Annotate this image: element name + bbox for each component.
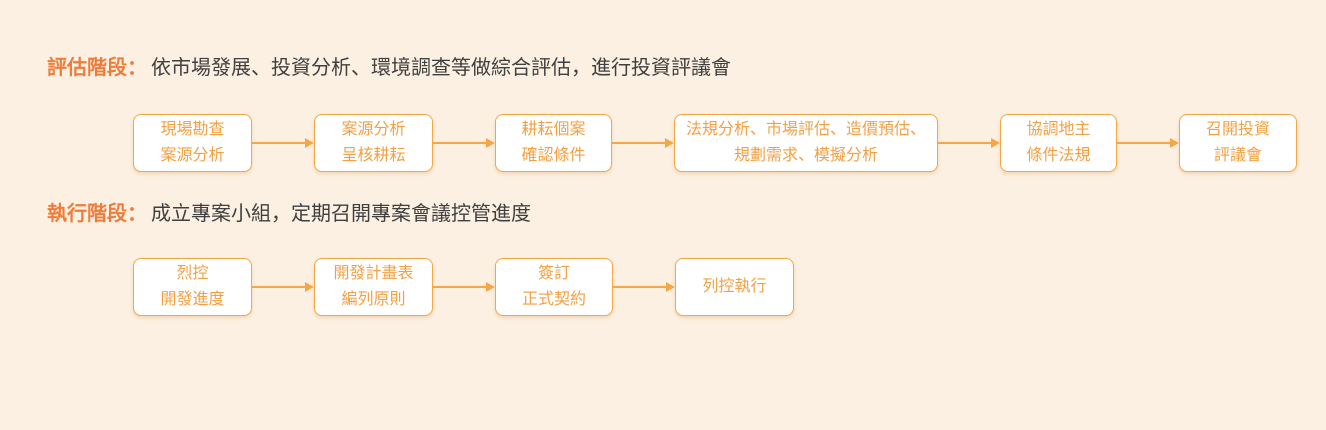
- flow-step-label: 案源分析: [341, 121, 406, 138]
- flow-arrow-right: [433, 258, 495, 316]
- arrow-line: [1117, 142, 1170, 144]
- flow-step-label: 案源分析: [160, 147, 225, 164]
- phase-description: 依市場發展、投資分析、環境調查等做綜合評估，進行投資評議會: [151, 57, 731, 79]
- phase-title: 評估階段：: [47, 57, 147, 79]
- phase-description: 成立專案小組，定期召開專案會議控管進度: [151, 203, 531, 225]
- flow-step: 協調地主條件法規: [1000, 114, 1117, 172]
- arrow-line: [252, 286, 305, 288]
- phase-heading-execution: 執行階段：成立專案小組，定期召開專案會議控管進度: [47, 202, 531, 226]
- flow-step-label: 列控執行: [702, 278, 767, 295]
- flow-step-label: 確認條件: [521, 147, 586, 164]
- flow-step: 列控執行: [675, 258, 794, 316]
- flow-step: 簽訂正式契約: [495, 258, 613, 316]
- arrow-line: [612, 142, 665, 144]
- flow-arrow-right: [938, 114, 1000, 172]
- flow-step: 開發計畫表編列原則: [314, 258, 433, 316]
- arrow-line: [252, 142, 305, 144]
- flow-step: 案源分析呈核耕耘: [314, 114, 433, 172]
- flow-step-label: 現場勘查: [160, 121, 225, 138]
- flow-step-label: 烈控: [176, 265, 209, 282]
- arrow-line: [433, 286, 486, 288]
- flow-arrow-right: [1117, 114, 1179, 172]
- flow-step: 法規分析、市場評估、造價預估、規劃需求、模擬分析: [674, 114, 938, 172]
- flow-step-label: 呈核耕耘: [341, 147, 406, 164]
- flow-step-label: 評議會: [1213, 147, 1262, 164]
- flow-step-label: 協調地主: [1026, 121, 1091, 138]
- flow-arrow-right: [612, 114, 674, 172]
- flow-arrow-right: [252, 114, 314, 172]
- flow-arrow-right: [433, 114, 495, 172]
- arrow-line: [433, 142, 486, 144]
- flow-step-label: 開發計畫表: [333, 265, 414, 282]
- flow-step-label: 開發進度: [160, 291, 225, 308]
- flow-step-label: 耕耘個案: [521, 121, 586, 138]
- flow-step-label: 規劃需求、模擬分析: [733, 147, 878, 164]
- phase-title: 執行階段：: [47, 203, 147, 225]
- flow-step-label: 條件法規: [1026, 147, 1091, 164]
- flow-arrow-right: [613, 258, 675, 316]
- flow-row-evaluation: 現場勘查案源分析案源分析呈核耕耘耕耘個案確認條件法規分析、市場評估、造價預估、規…: [133, 114, 1297, 172]
- flow-step-label: 法規分析、市場評估、造價預估、: [685, 121, 926, 138]
- flow-row-execution: 烈控開發進度 開發計畫表編列原則 簽訂正式契約 列控執行: [133, 258, 794, 316]
- flow-arrow-right: [252, 258, 314, 316]
- arrow-line: [938, 142, 991, 144]
- arrow-line: [613, 286, 666, 288]
- flow-step-label: 簽訂: [537, 265, 570, 282]
- phase-heading-evaluation: 評估階段：依市場發展、投資分析、環境調查等做綜合評估，進行投資評議會: [47, 56, 731, 80]
- flow-step-label: 編列原則: [341, 291, 406, 308]
- flow-step: 召開投資評議會: [1179, 114, 1297, 172]
- flow-step-label: 召開投資: [1205, 121, 1270, 138]
- flow-step-label: 正式契約: [521, 291, 586, 308]
- flow-step: 現場勘查案源分析: [133, 114, 252, 172]
- flow-step: 烈控開發進度: [133, 258, 252, 316]
- flow-step: 耕耘個案確認條件: [495, 114, 612, 172]
